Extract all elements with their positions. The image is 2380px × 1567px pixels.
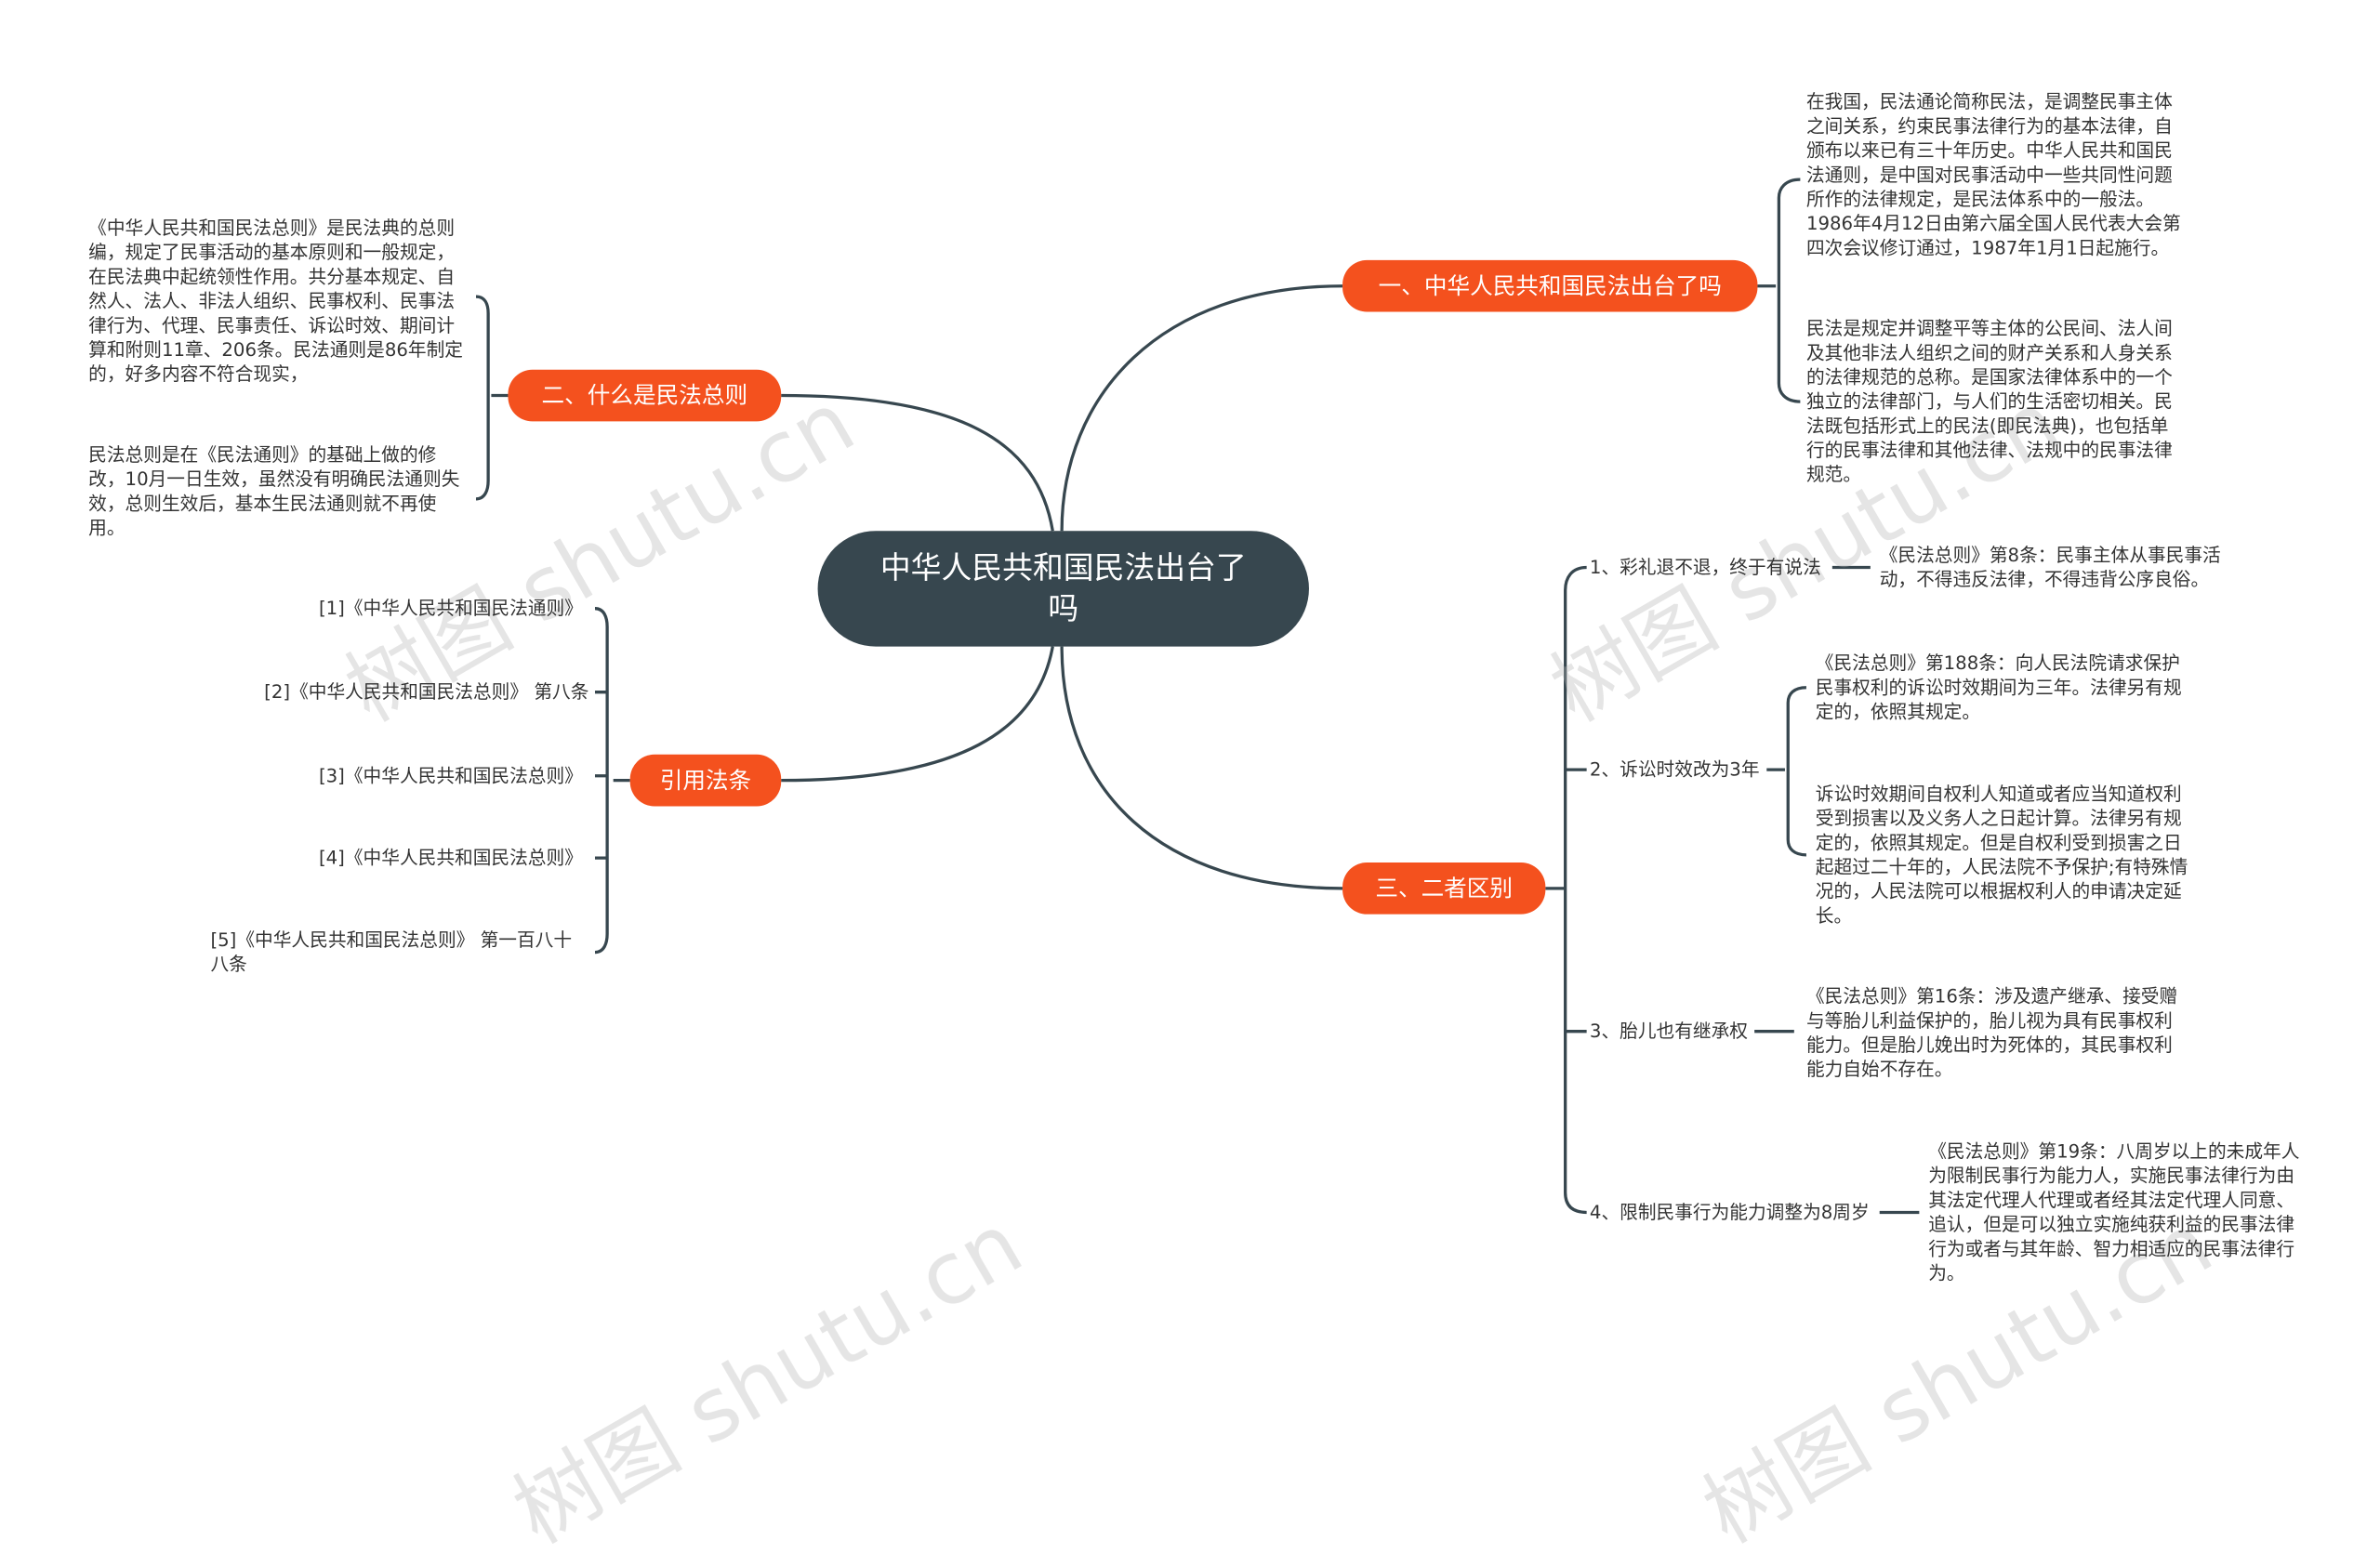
branch-cited-laws[interactable]: 引用法条 xyxy=(629,754,782,807)
ref-5: [5]《中华人民共和国民法总则》 第一百八十八条 xyxy=(210,929,573,976)
diff-item-1-label[interactable]: 1、彩礼退不退，终于有说法 xyxy=(1589,557,1821,578)
ref-2: [2]《中华人民共和国民法总则》 第八条 xyxy=(264,681,589,704)
mindmap-canvas: 树图 shutu.cn 树图 shutu.cn 树图 shutu.cn 树图 s… xyxy=(88,91,2300,1563)
ref-3: [3]《中华人民共和国民法总则》 xyxy=(318,765,583,787)
branch-differences[interactable]: 三、二者区别 xyxy=(1342,863,1546,915)
central-topic[interactable]: 中华人民共和国民法出台了吗 xyxy=(817,531,1309,647)
diff-item-1-detail: 《民法总则》第8条：民事主体从事民事活动，不得违反法律，不得违背公序良俗。 xyxy=(1879,544,2221,591)
connector-lines xyxy=(475,178,1920,1215)
diff-item-3-label[interactable]: 3、胎儿也有继承权 xyxy=(1589,1021,1748,1043)
b2-text-1: 《中华人民共和国民法总则》是民法典的总则编，规定了民事活动的基本原则和一般规定，… xyxy=(88,217,463,386)
branch-what-is-general-provisions[interactable]: 二、什么是民法总则 xyxy=(508,369,782,422)
diff-item-4-label[interactable]: 4、限制民事行为能力调整为8周岁 xyxy=(1589,1201,1870,1223)
b1-text-2: 民法是规定并调整平等主体的公民间、法人间及其他非法人组织之间的财产关系和人身关系… xyxy=(1805,318,2173,486)
branch-what-is-civil-law-issued[interactable]: 一、中华人民共和国民法出台了吗 xyxy=(1342,259,1758,312)
diff-item-3-detail: 《民法总则》第16条：涉及遗产继承、接受赠与等胎儿利益保护的，胎儿视为具有民事权… xyxy=(1805,985,2178,1081)
ref-4: [4]《中华人民共和国民法总则》 xyxy=(318,847,583,869)
diff-item-2-detail-1: 《民法总则》第188条：向人民法院请求保护民事权利的诉讼时效期间为三年。法律另有… xyxy=(1815,652,2182,723)
diff-item-2-label[interactable]: 2、诉讼时效改为3年 xyxy=(1589,758,1760,781)
diff-item-4-detail: 《民法总则》第19条：八周岁以上的未成年人为限制民事行为能力人，实施民事法律行为… xyxy=(1928,1140,2300,1284)
ref-1: [1]《中华人民共和国民法通则》 xyxy=(318,598,583,620)
b2-text-2: 民法总则是在《民法通则》的基础上做的修改，10月一日生效，虽然没有明确民法通则失… xyxy=(88,443,460,539)
diff-item-2-detail-2: 诉讼时效期间自权利人知道或者应当知道权利受到损害以及义务人之日起计算。法律另有规… xyxy=(1815,783,2188,927)
central-topic-label: 中华人民共和国民法出台了吗 xyxy=(879,548,1247,627)
b1-text-1: 在我国，民法通论简称民法，是调整民事主体之间关系，约束民事法律行为的基本法律，自… xyxy=(1805,91,2181,259)
